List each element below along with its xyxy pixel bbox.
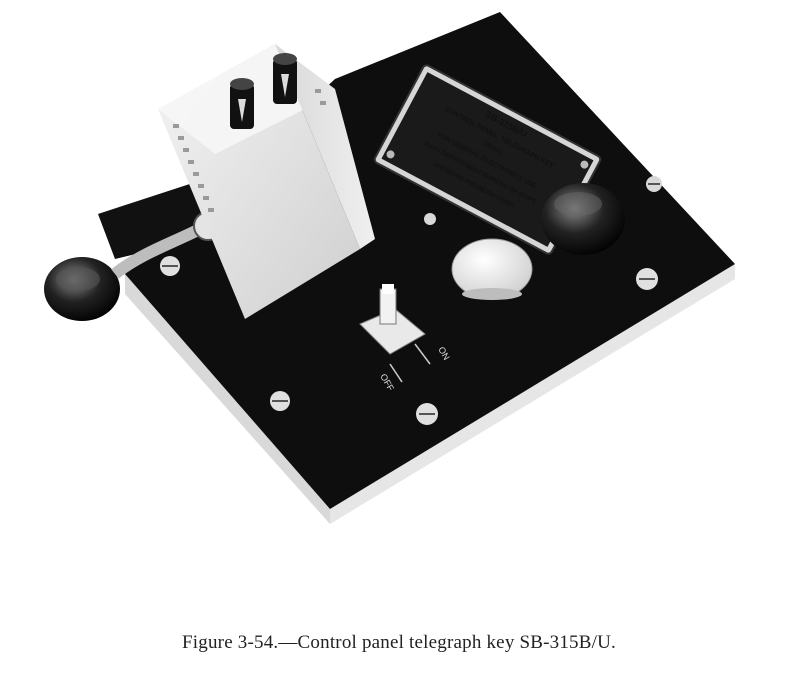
screw-icon — [160, 256, 180, 276]
panel-screws — [160, 176, 662, 425]
telegraph-key-photo: SB-315B/U CONTROL PANEL, TELEGRAPH KEY S… — [30, 4, 770, 544]
screw-icon — [636, 268, 658, 290]
housing-side — [275, 44, 375, 249]
cable-connector — [111, 223, 203, 279]
screw-icon — [416, 403, 438, 425]
vent-holes — [173, 89, 326, 212]
figure-caption: Figure 3-54.—Control panel telegraph key… — [182, 632, 616, 653]
panel-right-edge — [330, 264, 735, 524]
toggle-switch-icon — [359, 284, 426, 355]
binding-post-right-icon — [273, 53, 297, 104]
white-knob-icon — [451, 238, 533, 300]
screw-icon — [424, 213, 436, 225]
right-knob-icon — [541, 183, 625, 255]
binding-post-left-icon — [230, 78, 254, 129]
screw-icon — [646, 176, 662, 192]
screw-icon — [270, 391, 290, 411]
photo-illustration: SB-315B/U CONTROL PANEL, TELEGRAPH KEY S… — [44, 12, 735, 524]
panel-front-edge — [125, 274, 330, 524]
